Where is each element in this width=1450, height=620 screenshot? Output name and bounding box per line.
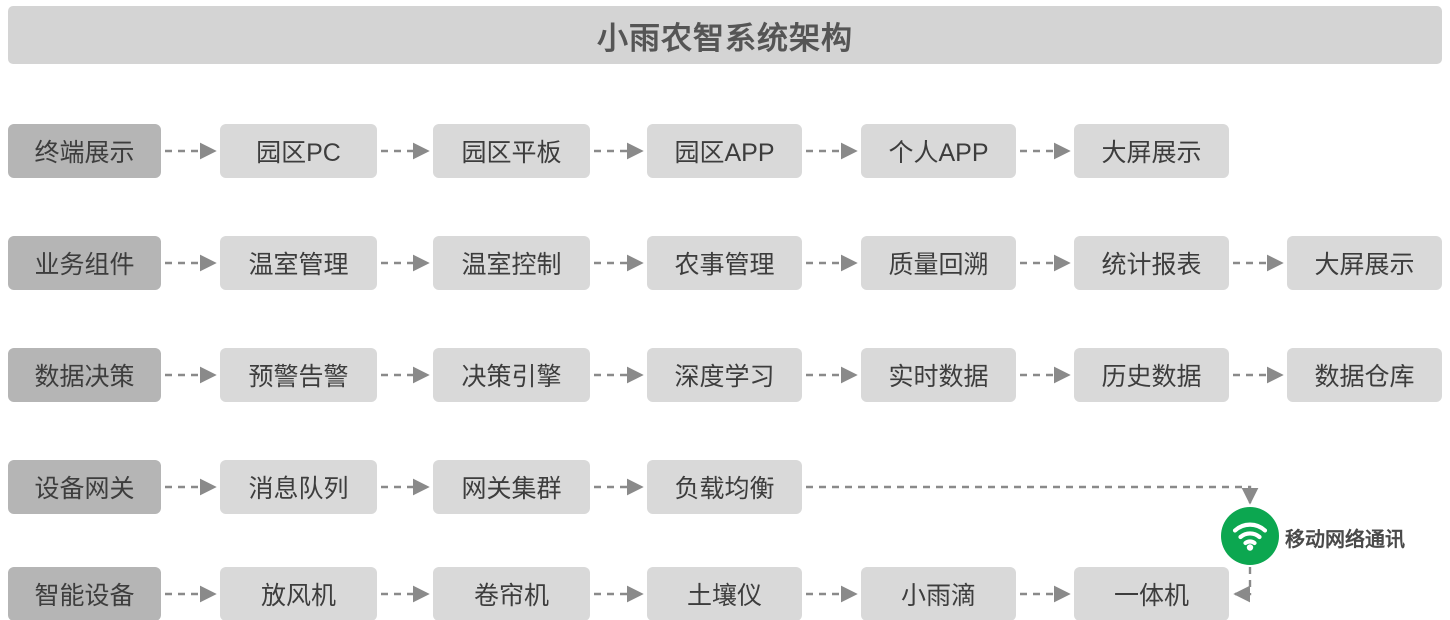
node-label: 网关集群 xyxy=(461,475,562,503)
wifi-icon xyxy=(1221,507,1279,565)
row-label-1[interactable]: 业务组件 xyxy=(8,236,161,290)
node-label: 业务组件 xyxy=(34,251,135,279)
node-r0-c4[interactable]: 个人APP xyxy=(861,124,1016,178)
node-r1-c4[interactable]: 质量回溯 xyxy=(861,236,1016,290)
node-r2-c3[interactable]: 深度学习 xyxy=(647,348,802,402)
node-label: 园区APP xyxy=(674,139,775,167)
node-label: 大屏展示 xyxy=(1101,139,1202,167)
node-label: 消息队列 xyxy=(248,475,349,503)
connector-wifi-to-allinone xyxy=(1233,567,1252,603)
node-label: 土壤仪 xyxy=(686,582,762,610)
node-r1-c2[interactable]: 温室控制 xyxy=(433,236,590,290)
node-label: 温室管理 xyxy=(248,251,349,279)
node-r0-c2[interactable]: 园区平板 xyxy=(433,124,590,178)
row-label-0[interactable]: 终端展示 xyxy=(8,124,161,178)
node-r2-c2[interactable]: 决策引擎 xyxy=(433,348,590,402)
node-label: 温室控制 xyxy=(461,251,562,279)
node-r1-c1[interactable]: 温室管理 xyxy=(220,236,377,290)
node-label: 统计报表 xyxy=(1101,251,1202,279)
node-label: 园区PC xyxy=(256,139,341,167)
node-r3-c2[interactable]: 网关集群 xyxy=(433,460,590,514)
node-label: 历史数据 xyxy=(1101,363,1202,391)
node-r4-c4[interactable]: 小雨滴 xyxy=(861,567,1016,620)
wifi-badge-label: 移动网络通讯 xyxy=(1285,529,1405,551)
node-r0-c3[interactable]: 园区APP xyxy=(647,124,802,178)
node-r3-c1[interactable]: 消息队列 xyxy=(220,460,377,514)
page-title: 小雨农智系统架构 xyxy=(597,20,853,56)
node-r2-c5[interactable]: 历史数据 xyxy=(1074,348,1229,402)
node-r2-c4[interactable]: 实时数据 xyxy=(861,348,1016,402)
node-r1-c3[interactable]: 农事管理 xyxy=(647,236,802,290)
node-label: 个人APP xyxy=(888,139,989,167)
row-label-2[interactable]: 数据决策 xyxy=(8,348,161,402)
node-r3-c3[interactable]: 负载均衡 xyxy=(647,460,802,514)
node-label: 智能设备 xyxy=(34,582,135,610)
node-r4-c5[interactable]: 一体机 xyxy=(1074,567,1229,620)
node-r0-c1[interactable]: 园区PC xyxy=(220,124,377,178)
node-r4-c2[interactable]: 卷帘机 xyxy=(433,567,590,620)
node-r1-c6[interactable]: 大屏展示 xyxy=(1287,236,1442,290)
node-r2-c6[interactable]: 数据仓库 xyxy=(1287,348,1442,402)
diagram-title-banner: 小雨农智系统架构 xyxy=(8,6,1442,64)
node-label: 负载均衡 xyxy=(674,475,775,503)
node-label: 预警告警 xyxy=(248,363,349,391)
node-label: 农事管理 xyxy=(674,251,775,279)
node-r1-c5[interactable]: 统计报表 xyxy=(1074,236,1229,290)
node-label: 深度学习 xyxy=(674,363,775,391)
node-label: 放风机 xyxy=(260,582,336,610)
node-label: 一体机 xyxy=(1113,582,1189,610)
row-label-4[interactable]: 智能设备 xyxy=(8,567,161,620)
node-label: 质量回溯 xyxy=(888,251,989,279)
node-label: 园区平板 xyxy=(461,139,562,167)
node-r4-c1[interactable]: 放风机 xyxy=(220,567,377,620)
node-r0-c5[interactable]: 大屏展示 xyxy=(1074,124,1229,178)
node-label: 设备网关 xyxy=(34,475,135,503)
row-label-3[interactable]: 设备网关 xyxy=(8,460,161,514)
node-label: 终端展示 xyxy=(34,139,135,167)
node-label: 数据决策 xyxy=(34,363,135,391)
node-label: 大屏展示 xyxy=(1314,251,1415,279)
connector-loadbalancer-to-wifi xyxy=(806,485,1259,505)
node-label: 小雨滴 xyxy=(900,582,976,610)
node-label: 决策引擎 xyxy=(461,363,562,391)
node-label: 卷帘机 xyxy=(473,582,549,610)
node-label: 实时数据 xyxy=(888,363,989,391)
node-r4-c3[interactable]: 土壤仪 xyxy=(647,567,802,620)
node-label: 数据仓库 xyxy=(1314,363,1415,391)
node-r2-c1[interactable]: 预警告警 xyxy=(220,348,377,402)
